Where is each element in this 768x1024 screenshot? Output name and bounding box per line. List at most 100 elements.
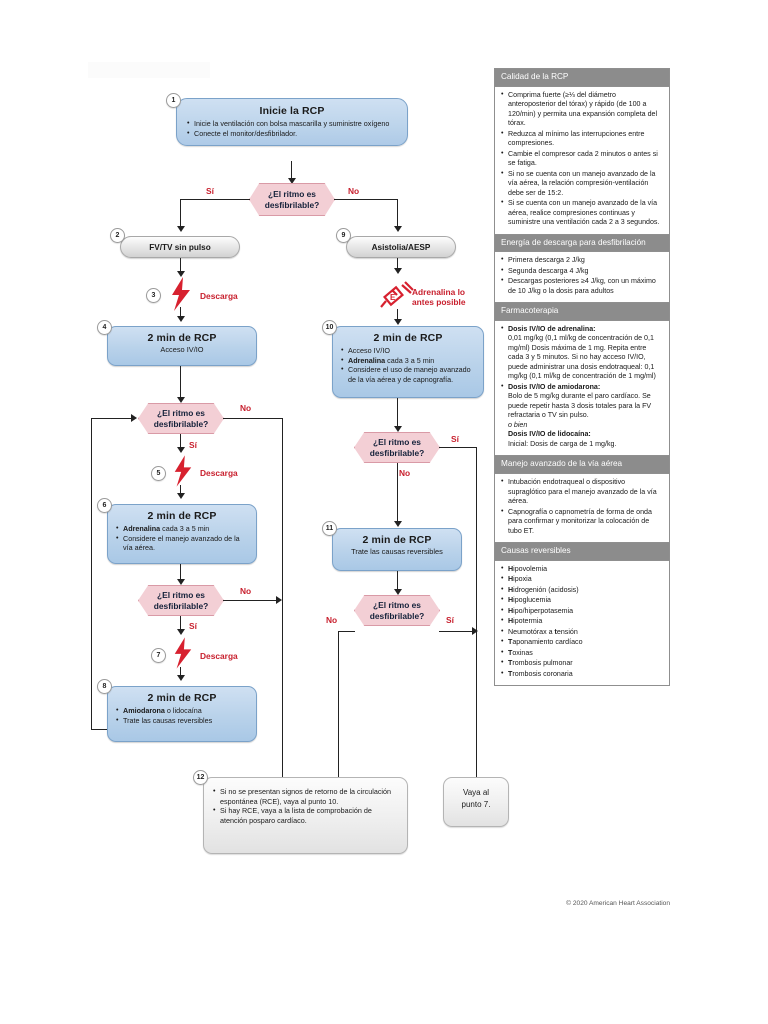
badge-step-10: 10 [322, 320, 337, 335]
decision-line-1: ¿El ritmo es [373, 600, 421, 610]
arrowhead [177, 493, 185, 499]
connector [223, 600, 278, 602]
arrowhead [394, 268, 402, 274]
label-yes-d3: Sí [189, 621, 197, 631]
syringe-icon: E [380, 281, 414, 308]
node-step-10[interactable]: 2 min de RCP Acceso IV/IO Adrenalina cad… [332, 326, 484, 398]
list-item: Trate las causas reversibles [116, 715, 248, 726]
step-1-bullets: Inicie la ventilación con bolsa mascaril… [187, 118, 397, 138]
step-11-sub: Trate las causas reversibles [351, 547, 443, 556]
decision-rhythm-shockable-2[interactable]: ¿El ritmo es desfibrilable? [138, 403, 224, 434]
list-item: Taponamiento cardíaco [501, 637, 663, 648]
label-descarga-5: Descarga [200, 468, 238, 478]
connector [180, 485, 182, 496]
badge-step-8: 8 [97, 679, 112, 694]
step-9-label: Asistolia/AESP [371, 242, 431, 252]
decision-rhythm-shockable-4[interactable]: ¿El ritmo es desfibrilable? [354, 432, 440, 463]
badge-step-6: 6 [97, 498, 112, 513]
adrenalina-line-2: antes posible [412, 297, 466, 308]
badge-step-3: 3 [146, 288, 161, 303]
shock-bolt-icon [174, 637, 192, 669]
section-body-cpr-quality: Comprima fuerte (≥⅓ del diámetro anterop… [495, 87, 669, 235]
list-item: Dosis IV/IO de amiodarona: Bolo de 5 mg/… [501, 382, 663, 450]
label-descarga-7: Descarga [200, 651, 238, 661]
section-header-cpr-quality: Calidad de la RCP [495, 69, 669, 87]
node-step-12[interactable]: Si no se presentan signos de retorno de … [203, 777, 408, 854]
badge-step-1: 1 [166, 93, 181, 108]
decision-line-1: ¿El ritmo es [268, 189, 316, 199]
connector [397, 199, 399, 228]
decision-line-1: ¿El ritmo es [157, 590, 205, 600]
step-10-title: 2 min de RCP [373, 332, 443, 344]
decision-line-2: desfibrilable? [264, 199, 320, 210]
arrowhead [177, 316, 185, 322]
erased-title-area [88, 62, 210, 78]
badge-step-4: 4 [97, 320, 112, 335]
arrowhead [177, 675, 185, 681]
decision-rhythm-shockable-3[interactable]: ¿El ritmo es desfibrilable? [138, 585, 224, 616]
connector [397, 571, 399, 593]
connector [180, 258, 182, 274]
label-yes-d4: Sí [451, 434, 459, 444]
step-4-sub: Acceso IV/IO [160, 345, 204, 354]
decision-line-2: desfibrilable? [369, 610, 425, 621]
arrowhead [177, 629, 185, 635]
step-12-bullets: Si no se presentan signos de retorno de … [204, 780, 407, 825]
label-adrenalina-asap: Adrenalina lo antes posible [412, 287, 466, 307]
label-no-d1: No [348, 186, 360, 196]
section-header-reversible-causes: Causas reversibles [495, 543, 669, 561]
shock-bolt-icon [172, 277, 190, 311]
node-step-6[interactable]: 2 min de RCP Adrenalina cada 3 a 5 min C… [107, 504, 257, 564]
node-goto-point-7[interactable]: Vaya al punto 7. [443, 777, 509, 827]
list-item: Inicie la ventilación con bolsa mascaril… [187, 118, 397, 129]
drug-name-amiodarone: Dosis IV/IO de amiodarona: [508, 382, 601, 391]
arrowhead [394, 226, 402, 232]
list-item: Si no se presentan signos de retorno de … [213, 786, 398, 806]
section-header-shock-energy: Energía de descarga para desfibrilación [495, 234, 669, 253]
node-step-11[interactable]: 2 min de RCP Trate las causas reversible… [332, 528, 462, 571]
connector [338, 631, 355, 633]
section-header-advanced-airway: Manejo avanzado de la vía aérea [495, 456, 669, 475]
label-no-d4: No [399, 468, 411, 478]
step-1-title: Inicie la RCP [259, 105, 325, 117]
list-item: Capnografía o capnometría de forma de on… [501, 507, 663, 537]
list-item: Considere el uso de manejo avanzado de l… [341, 364, 475, 384]
connector [223, 418, 283, 420]
connector [397, 398, 399, 430]
svg-text:E: E [390, 293, 396, 302]
list-item: Hidrogenión (acidosis) [501, 585, 663, 596]
list-item: Considere el manejo avanzado de la vía a… [116, 533, 248, 553]
arrowhead [177, 447, 185, 453]
list-item: Neumotórax a tensión [501, 627, 663, 638]
drug-name-lidocaine: Dosis IV/IO de lidocaína: [508, 430, 591, 439]
arrowhead [177, 579, 185, 585]
list-item: Amiodarona o lidocaína [116, 705, 248, 716]
node-step-1[interactable]: Inicie la RCP Inicie la ventilación con … [176, 98, 408, 146]
arrowhead [394, 521, 402, 527]
drug-detail-lidocaine: Inicial: Dosis de carga de 1 mg/kg. [508, 439, 617, 448]
list-item: Descargas posteriores ≥4 J/kg, con un má… [501, 276, 663, 296]
decision-rhythm-shockable-5[interactable]: ¿El ritmo es desfibrilable? [354, 595, 440, 626]
step-8-title: 2 min de RCP [147, 692, 217, 704]
label-yes-d5: Sí [446, 615, 454, 625]
node-step-4[interactable]: 2 min de RCP Acceso IV/IO [107, 326, 257, 366]
node-step-9[interactable]: Asistolia/AESP [346, 236, 456, 258]
goto-line-1: Vaya al [462, 788, 490, 797]
node-step-2[interactable]: FV/TV sin pulso [120, 236, 240, 258]
badge-step-12: 12 [193, 770, 208, 785]
list-item: Toxinas [501, 648, 663, 659]
node-step-8[interactable]: 2 min de RCP Amiodarona o lidocaína Trat… [107, 686, 257, 742]
label-yes-d2: Sí [189, 440, 197, 450]
list-item: Reduzca al mínimo las interrupciones ent… [501, 129, 663, 149]
shock-bolt-icon [174, 455, 192, 487]
connector [91, 418, 93, 730]
list-item: Segunda descarga 4 J/kg [501, 266, 663, 277]
adrenalina-line-1: Adrenalina lo [412, 287, 466, 297]
decision-rhythm-shockable-1[interactable]: ¿El ritmo es desfibrilable? [249, 183, 335, 216]
copyright-notice: © 2020 American Heart Association [566, 900, 670, 907]
connector [91, 729, 115, 731]
connector [180, 199, 250, 201]
section-body-advanced-airway: Intubación endotraqueal o dispositivo su… [495, 474, 669, 544]
arrowhead [276, 596, 282, 604]
decision-line-2: desfibrilable? [153, 600, 209, 611]
